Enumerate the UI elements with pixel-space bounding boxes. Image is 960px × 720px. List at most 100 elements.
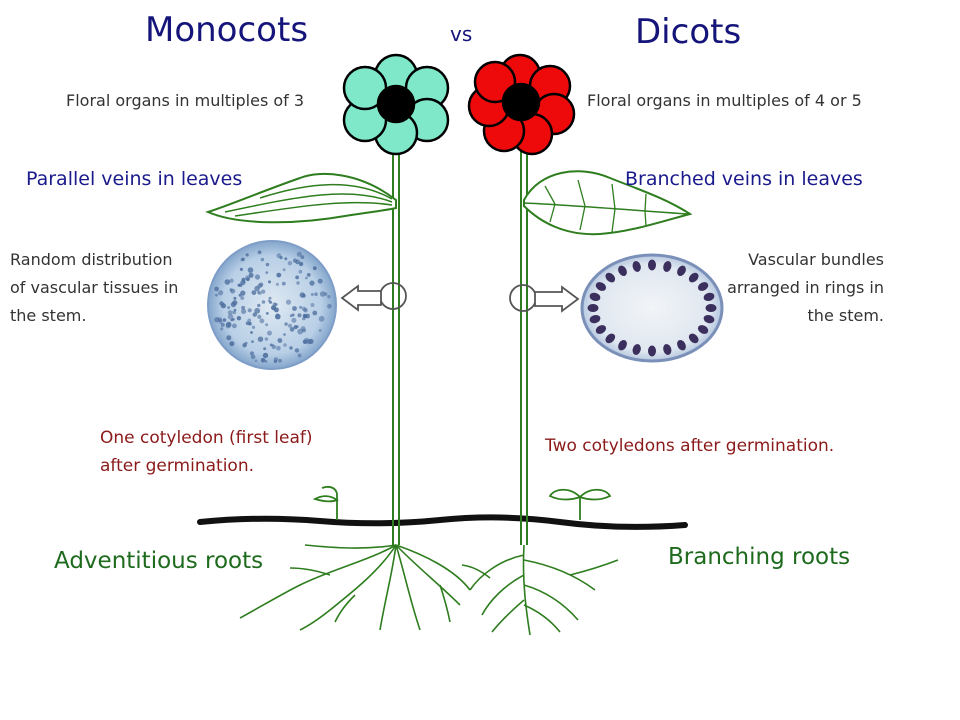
vascular-bundle xyxy=(299,292,305,298)
vascular-bundle xyxy=(705,304,717,312)
vascular-bundle xyxy=(663,344,672,355)
vascular-bundle xyxy=(276,253,282,259)
vascular-bundle xyxy=(241,308,247,314)
vascular-bundle xyxy=(297,353,302,358)
vascular-bundle xyxy=(268,280,271,284)
vascular-bundle xyxy=(276,272,282,278)
vascular-bundle xyxy=(283,333,286,336)
vascular-bundle xyxy=(265,323,269,327)
vascular-bundle xyxy=(263,347,267,351)
vascular-bundle xyxy=(252,312,257,317)
monocot-leaf xyxy=(205,173,397,224)
dicot-cotyledon-note: Two cotyledons after germination. xyxy=(545,436,835,456)
vascular-bundle xyxy=(237,283,241,287)
vascular-bundle xyxy=(250,351,254,356)
dicot-floral-note: Floral organs in multiples of 4 or 5 xyxy=(587,91,862,110)
vascular-bundle xyxy=(215,293,218,297)
vascular-bundle xyxy=(282,268,286,272)
vascular-bundle xyxy=(220,322,225,327)
monocot-roots xyxy=(239,544,471,631)
dicot-stem-line-1: Vascular bundles xyxy=(748,250,884,269)
dicot-stem-line-2: arranged in rings in xyxy=(727,278,884,297)
vascular-bundle xyxy=(291,317,297,323)
vascular-bundle xyxy=(257,336,264,342)
monocot-stem xyxy=(392,150,400,545)
vascular-bundle xyxy=(261,300,266,304)
vascular-bundle xyxy=(295,259,300,265)
vascular-bundle xyxy=(289,346,293,350)
vascular-bundle xyxy=(240,296,245,300)
vascular-bundle xyxy=(589,314,601,324)
vascular-bundle xyxy=(283,343,287,347)
vascular-bundle xyxy=(294,348,300,353)
vascular-bundle xyxy=(232,300,238,306)
monocot-floral-note: Floral organs in multiples of 3 xyxy=(66,91,305,110)
monocot-stem-line-3: the stem. xyxy=(10,306,87,325)
vascular-bundle xyxy=(250,354,256,360)
monocot-cotyledon-note: One cotyledon (first leaf) after germina… xyxy=(100,424,313,480)
vascular-bundle xyxy=(327,304,332,309)
vascular-bundle xyxy=(292,306,297,311)
vascular-bundle xyxy=(232,310,237,315)
monocot-stem-line-2: of vascular tissues in xyxy=(10,278,179,297)
vascular-bundle xyxy=(287,261,293,266)
vascular-bundle xyxy=(302,339,308,344)
vascular-bundle xyxy=(296,251,302,257)
dicot-stem-note: Vascular bundles arranged in rings in th… xyxy=(727,246,884,330)
vascular-bundle xyxy=(245,253,249,257)
vascular-bundle xyxy=(229,341,235,347)
vascular-bundle xyxy=(254,359,258,363)
vascular-bundle xyxy=(276,345,281,351)
vascular-bundle xyxy=(677,265,686,276)
vascular-bundle xyxy=(240,290,246,296)
vascular-bundle xyxy=(241,277,246,282)
vascular-bundle xyxy=(298,269,303,274)
vascular-bundle xyxy=(697,325,709,334)
dicot-flower xyxy=(467,53,576,156)
vascular-bundle xyxy=(265,262,270,267)
vascular-bundle xyxy=(271,343,274,347)
vascular-bundle xyxy=(310,303,315,307)
vascular-bundle xyxy=(284,322,288,326)
vascular-bundle xyxy=(595,325,607,334)
vascular-bundle xyxy=(302,313,307,318)
vascular-bundle xyxy=(632,261,641,272)
vascular-bundle xyxy=(232,323,237,329)
vascular-bundle xyxy=(281,281,286,286)
vascular-bundle xyxy=(218,319,223,324)
vascular-bundle xyxy=(214,317,220,323)
vascular-bundle xyxy=(300,255,305,260)
monocot-section-callout xyxy=(340,282,407,312)
vascular-bundle xyxy=(257,314,262,319)
vascular-bundle xyxy=(295,275,299,280)
vascular-bundle xyxy=(240,258,244,262)
vascular-bundle xyxy=(677,340,686,351)
vascular-bundle xyxy=(259,318,265,324)
vascular-bundle xyxy=(218,290,224,296)
vascular-bundle xyxy=(261,289,266,294)
vascular-bundle xyxy=(587,304,599,312)
vascular-bundle xyxy=(306,273,311,277)
vascular-bundle xyxy=(618,340,627,351)
vascular-bundle xyxy=(312,310,318,316)
vascular-bundle xyxy=(703,314,715,324)
vascular-bundle xyxy=(318,315,325,322)
vascular-bundle xyxy=(229,278,234,283)
vascular-bundle xyxy=(303,308,308,313)
vascular-bundle xyxy=(688,272,699,283)
monocot-stem-section xyxy=(207,240,337,370)
monocot-stem-line-1: Random distribution xyxy=(10,250,173,269)
vascular-bundle xyxy=(254,274,261,280)
vascular-bundle xyxy=(257,303,261,308)
vascular-bundle xyxy=(260,357,266,363)
vascular-bundle xyxy=(245,320,250,326)
vascular-bundle xyxy=(605,333,616,344)
vascular-bundle xyxy=(310,293,314,296)
vascular-bundle xyxy=(274,303,278,306)
vascular-bundle xyxy=(214,286,219,292)
vascular-bundle xyxy=(309,280,315,286)
vascular-bundle xyxy=(251,340,254,343)
monocot-stem-note: Random distribution of vascular tissues … xyxy=(10,246,178,330)
dicot-roots xyxy=(461,544,619,636)
